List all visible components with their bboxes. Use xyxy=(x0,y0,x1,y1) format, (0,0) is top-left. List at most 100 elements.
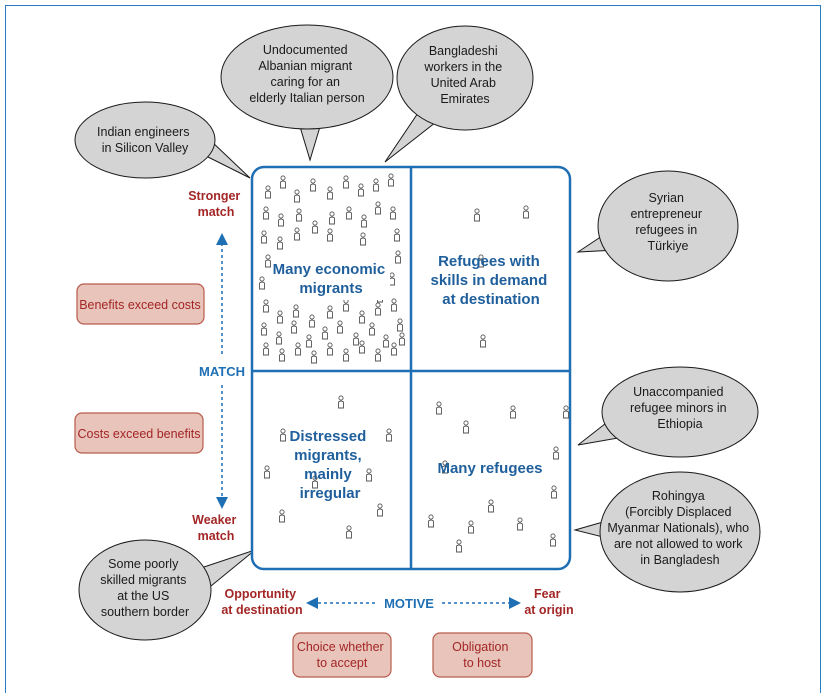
benefits-exceed-costs-box: Benefits exceed costs xyxy=(76,283,205,325)
costs-exceed-benefits-box: Costs exceed benefits xyxy=(74,412,204,454)
bubble-text-line: (Forcibly Displaced xyxy=(625,505,731,519)
person-icon xyxy=(293,304,299,318)
svg-text:Undocumented Albanian mi: Undocumented Albanian migrant caring for… xyxy=(249,43,364,105)
quadrant-text-line: irregular xyxy=(300,485,361,502)
person-icon xyxy=(277,310,283,324)
person-icon xyxy=(468,520,474,534)
motive-axis: MOTIVE xyxy=(306,596,521,611)
person-icon xyxy=(295,342,301,356)
person-icon xyxy=(366,468,372,482)
person-icon xyxy=(510,405,516,419)
bubble-indian-engineers: Indian engineers in Silicon Valley xyxy=(74,101,251,179)
person-icon xyxy=(377,503,383,517)
axis-text-line: at destination xyxy=(221,603,302,617)
person-icon xyxy=(523,205,529,219)
person-icon xyxy=(278,213,284,227)
opportunity-label: Opportunity at destination xyxy=(221,587,302,617)
axis-text-line: match xyxy=(198,529,235,543)
axis-text-line: Opportunity xyxy=(225,587,297,601)
person-icon xyxy=(480,334,486,348)
axis-text-line: at origin xyxy=(524,603,573,617)
bubble-text-line: Indian engineers xyxy=(97,125,189,139)
quadrant-label-top-right: Refugees with skills in demand at destin… xyxy=(431,253,552,308)
person-icon xyxy=(436,401,442,415)
bubble-rohingya: Rohingya (Forcibly Displaced Myanmar Nat… xyxy=(573,471,761,593)
person-icon xyxy=(294,227,300,241)
bubble-text-line: refugees in xyxy=(635,223,697,237)
costs-exceed-benefits-text: Costs exceed benefits xyxy=(78,427,201,441)
motive-axis-label: MOTIVE xyxy=(384,596,434,611)
person-icon xyxy=(478,254,484,268)
person-icon xyxy=(369,322,375,336)
svg-text:Refugees with skills in: Refugees with skills in demand at destin… xyxy=(431,253,552,308)
person-icon xyxy=(386,428,392,442)
person-icon xyxy=(263,206,269,220)
match-axis: MATCH xyxy=(199,233,245,509)
svg-text:Distressed migrants,: Distressed migrants, mainly irregular xyxy=(290,428,371,502)
svg-text:Many economic migrants: Many economic migrants xyxy=(273,261,390,297)
person-icon xyxy=(390,206,396,220)
person-icon xyxy=(312,475,318,489)
person-icon xyxy=(553,446,559,460)
bubble-poorly-skilled: Some poorly skilled migrants at the US s… xyxy=(78,539,256,641)
svg-text:Bangladeshi workers in t: Bangladeshi workers in the United Arab E… xyxy=(423,44,505,106)
person-icon xyxy=(343,348,349,362)
match-axis-label: MATCH xyxy=(199,364,245,379)
bubble-text-line: entrepreneur xyxy=(630,207,702,221)
person-icon xyxy=(456,539,462,553)
quadrant-label-bottom-left: Distressed migrants, mainly irregular xyxy=(290,428,371,502)
fear-label: Fear at origin xyxy=(524,587,573,617)
quadrant-text-line: skills in demand xyxy=(431,272,548,289)
choice-box-line: to accept xyxy=(317,656,368,670)
person-icon xyxy=(265,185,271,199)
person-icon xyxy=(309,314,315,328)
stronger-match-label: Stronger match xyxy=(188,189,240,219)
quadrant-text-line: migrants, xyxy=(294,447,362,464)
person-icon xyxy=(375,302,381,316)
person-icon xyxy=(517,517,523,531)
person-icon xyxy=(360,232,366,246)
person-icon xyxy=(388,173,394,187)
person-icon xyxy=(276,331,282,345)
axis-text-line: Stronger xyxy=(188,189,240,203)
bubble-text-line: Syrian xyxy=(649,191,684,205)
bubble-text-line: southern border xyxy=(101,605,189,619)
quadrant-label-top-left: Many economic migrants xyxy=(272,256,390,300)
person-icon xyxy=(551,485,557,499)
person-icon xyxy=(329,211,335,225)
person-icon xyxy=(373,178,379,192)
svg-text:Weaker match: Weaker match xyxy=(192,513,240,543)
bubble-albanian-migrant: Undocumented Albanian migrant caring for… xyxy=(220,24,394,162)
person-icon xyxy=(442,460,448,474)
svg-text:Opportunity at destinati: Opportunity at destination xyxy=(221,587,302,617)
person-icon xyxy=(353,332,359,346)
bubble-text-line: caring for an xyxy=(271,75,341,89)
figure-frame xyxy=(5,5,821,693)
benefits-exceed-costs-text: Benefits exceed costs xyxy=(79,298,201,312)
person-icon xyxy=(338,395,344,409)
person-icon xyxy=(359,310,365,324)
person-icon xyxy=(311,350,317,364)
person-icon xyxy=(395,250,401,264)
bubble-text-line: Rohingya xyxy=(652,489,705,503)
person-icon xyxy=(488,499,494,513)
bubble-text-line: Ethiopia xyxy=(657,417,702,431)
svg-text:Choice whether to accept: Choice whether to accept xyxy=(297,640,387,670)
obligation-box-line: Obligation xyxy=(452,640,508,654)
choice-box: Choice whether to accept xyxy=(292,632,392,678)
bubble-text-line: refugee minors in xyxy=(630,401,727,415)
svg-text:Many refugees: Many refugees xyxy=(437,460,542,477)
person-icon xyxy=(322,326,328,340)
axis-text-line: Weaker xyxy=(192,513,236,527)
person-icon xyxy=(389,272,395,286)
obligation-box-line: to host xyxy=(463,656,501,670)
quadrant-text-line: at destination xyxy=(442,291,540,308)
person-icon xyxy=(383,334,389,348)
svg-text:Rohingya (Forcibly Displ: Rohingya (Forcibly Displaced Myanmar Nat… xyxy=(607,489,752,567)
quadrant-text-line: mainly xyxy=(304,466,352,483)
bubble-text-line: Unaccompanied xyxy=(633,385,723,399)
person-icon xyxy=(280,175,286,189)
people-icons xyxy=(259,173,569,553)
person-icon xyxy=(346,525,352,539)
quadrant-text-line: migrants xyxy=(299,280,362,297)
